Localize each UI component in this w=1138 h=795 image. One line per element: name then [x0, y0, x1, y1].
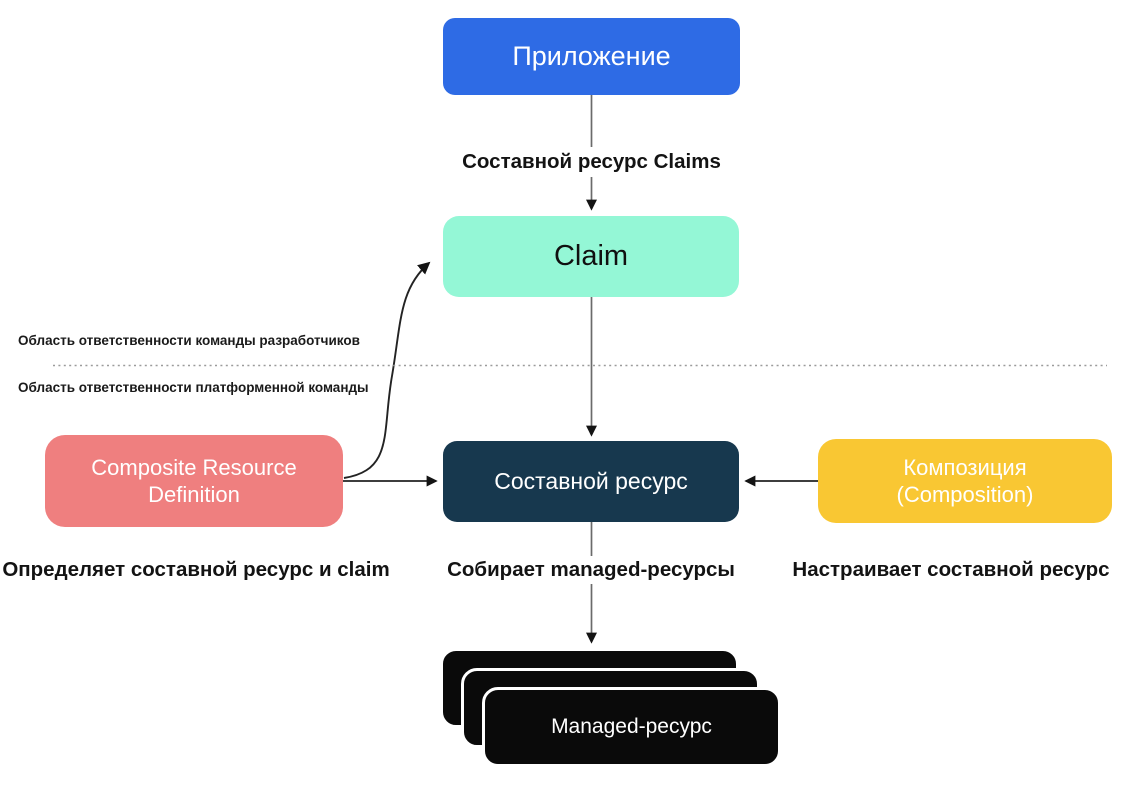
node-composite-resource-definition[interactable]: Composite Resource Definition	[45, 435, 343, 527]
node-claim[interactable]: Claim	[443, 216, 739, 297]
caption-composite-resource: Собирает managed-ресурсы	[441, 556, 741, 584]
node-composite-resource[interactable]: Составной ресурс	[443, 441, 739, 522]
edge-xrd-claim	[343, 261, 431, 479]
caption-xrd: Определяет составной ресурс и claim	[0, 556, 396, 584]
edge-label-claims: Составной ресурс Claims	[443, 147, 740, 177]
caption-composition: Настраивает составной ресурс	[786, 556, 1116, 584]
node-managed-resource[interactable]: Managed-ресурс	[482, 687, 781, 767]
area-label-developers: Область ответственности команды разработ…	[18, 333, 360, 348]
node-application[interactable]: Приложение	[443, 18, 740, 95]
node-composition[interactable]: Композиция (Composition)	[818, 439, 1112, 523]
area-label-platform: Область ответственности платформенной ко…	[18, 380, 369, 395]
